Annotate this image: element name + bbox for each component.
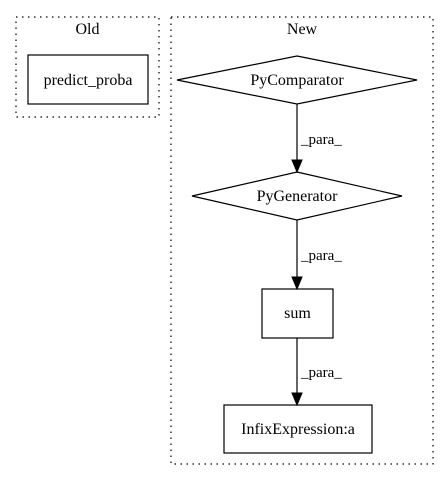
node-py-comparator-label: PyComparator (250, 72, 344, 89)
cluster-new-title: New (287, 21, 318, 38)
edge-sum-to-infix: _para_ (291, 338, 342, 407)
cluster-new-border (170, 16, 434, 465)
node-predict-proba: predict_proba (27, 54, 149, 105)
edge-sum-to-infix-arrow (291, 392, 303, 407)
edge-sum-to-infix-label: _para_ (300, 365, 342, 381)
cluster-new: New (170, 16, 434, 465)
node-sum: sum (261, 288, 334, 339)
node-sum-label: sum (284, 305, 311, 322)
node-predict-proba-box (27, 54, 149, 105)
node-infix-expression-box (223, 404, 373, 454)
node-sum-box (261, 288, 334, 339)
node-py-generator-label: PyGenerator (257, 188, 339, 205)
cluster-old-title: Old (76, 21, 100, 38)
node-py-generator: PyGenerator (191, 171, 403, 221)
node-infix-expression-label: InfixExpression:a (241, 421, 355, 438)
node-infix-expression: InfixExpression:a (223, 404, 373, 454)
edge-comparator-to-generator: _para_ (291, 104, 342, 174)
cluster-old-border (15, 16, 160, 118)
edge-comparator-to-generator-label: _para_ (300, 132, 342, 148)
edge-generator-to-sum: _para_ (291, 220, 342, 291)
node-predict-proba-label: predict_proba (44, 72, 133, 89)
node-py-comparator: PyComparator (176, 55, 418, 105)
cluster-old: Old (15, 16, 160, 118)
edge-comparator-to-generator-arrow (291, 159, 303, 174)
edge-generator-to-sum-arrow (291, 276, 303, 291)
edge-generator-to-sum-label: _para_ (300, 248, 342, 264)
